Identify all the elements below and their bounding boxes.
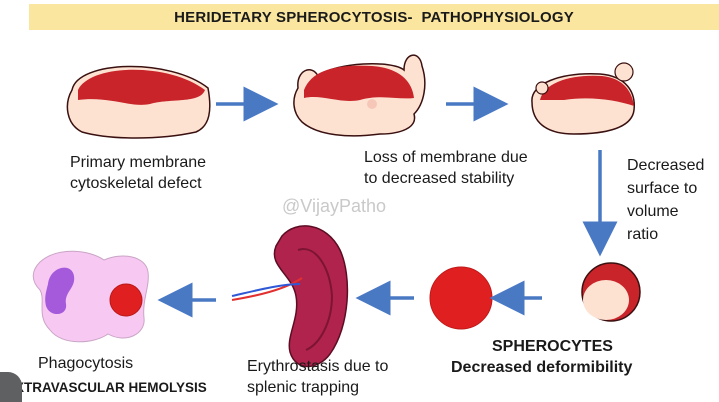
label-extravascular-hemolysis: EXTRAVASCULAR HEMOLYSIS bbox=[6, 380, 207, 395]
corner-overlay-badge[interactable] bbox=[0, 372, 22, 402]
diagram-title: HERIDETARY SPHEROCYTOSIS- PATHOPHYSIOLOG… bbox=[174, 8, 574, 26]
watermark: @VijayPatho bbox=[282, 196, 387, 216]
cell-primary-defect bbox=[66, 65, 211, 139]
label-deformability: Decreased deformibility bbox=[451, 359, 633, 376]
label-surface-volume: Decreased surface to volume ratio bbox=[627, 157, 705, 243]
label-spherocytes: SPHEROCYTES bbox=[492, 338, 613, 355]
label-erythrostasis: Erythrostasis due to splenic trapping bbox=[247, 358, 389, 396]
cell-spherocyte bbox=[581, 262, 641, 322]
label-primary-defect: Primary membrane cytoskeletal defect bbox=[70, 154, 207, 192]
cell-membrane-loss bbox=[293, 54, 426, 137]
cell-rounding bbox=[531, 62, 635, 135]
spleen-illustration bbox=[231, 225, 349, 368]
macrophage-illustration bbox=[32, 250, 149, 343]
label-membrane-loss: Loss of membrane due to decreased stabil… bbox=[364, 149, 528, 187]
label-phagocytosis: Phagocytosis bbox=[38, 355, 134, 372]
title-bar: HERIDETARY SPHEROCYTOSIS- PATHOPHYSIOLOG… bbox=[29, 4, 719, 30]
cell-red-spherocyte bbox=[429, 266, 493, 330]
